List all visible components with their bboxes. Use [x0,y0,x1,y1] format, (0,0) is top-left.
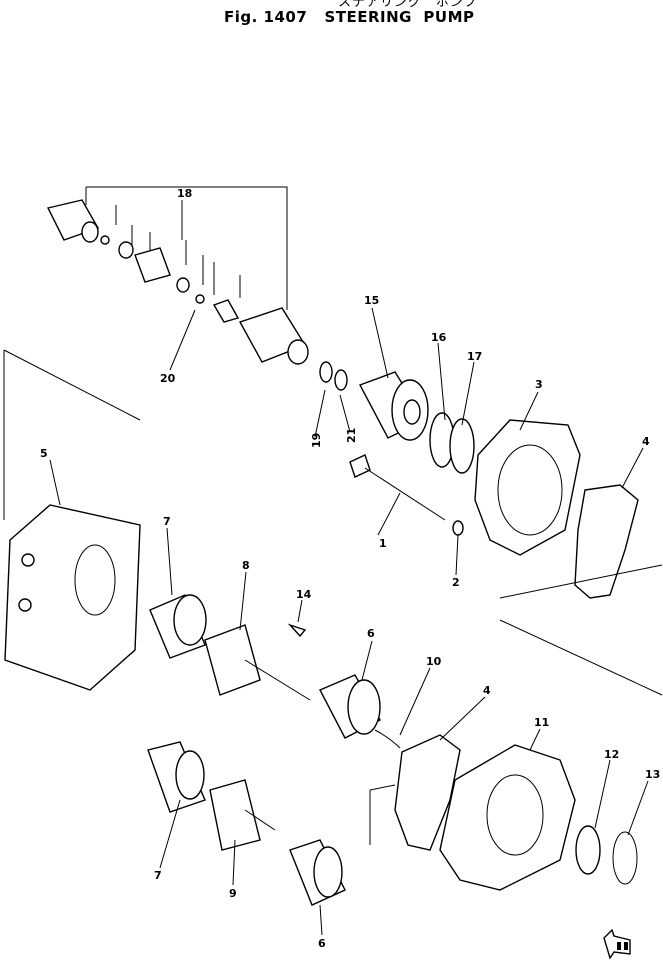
callout-10: 10 [426,655,442,668]
callout-15: 15 [364,294,379,307]
bolt-and-washer [349,454,464,536]
callout-4-lower: 4 [483,684,491,697]
front-direction-icon [603,928,631,960]
callout-21: 21 [345,428,358,443]
flange-assembly [369,734,638,891]
callout-13: 13 [645,768,660,781]
callout-8: 8 [242,559,250,572]
cover [474,419,581,556]
callout-18: 18 [177,187,192,200]
callout-5: 5 [40,447,48,460]
callout-19: 19 [310,433,323,448]
callout-6-lower: 6 [318,937,326,950]
body [3,349,663,696]
relief-valve-assembly [46,186,348,391]
callout-11: 11 [534,716,549,729]
figure-title: Fig. 1407 STEERING PUMP [224,8,475,26]
gear-train-upper [149,594,401,749]
callout-16: 16 [431,331,447,344]
callout-14: 14 [296,588,312,601]
callout-9: 9 [229,887,237,900]
leader-lines [49,200,649,936]
callout-7-upper: 7 [163,515,171,528]
callout-6-upper: 6 [367,627,375,640]
callout-12: 12 [604,748,619,761]
plug-and-rings [359,371,475,474]
gasket-upper [574,484,639,599]
callout-20: 20 [160,372,176,385]
callout-1: 1 [379,537,387,550]
callout-7-lower: 7 [154,869,162,882]
callout-17: 17 [467,350,482,363]
japanese-subtitle: ステアリング ポンプ [338,0,478,10]
callout-3: 3 [535,378,543,391]
callout-2: 2 [452,576,460,589]
callout-4-upper: 4 [642,435,650,448]
gear-train-lower [147,741,346,906]
